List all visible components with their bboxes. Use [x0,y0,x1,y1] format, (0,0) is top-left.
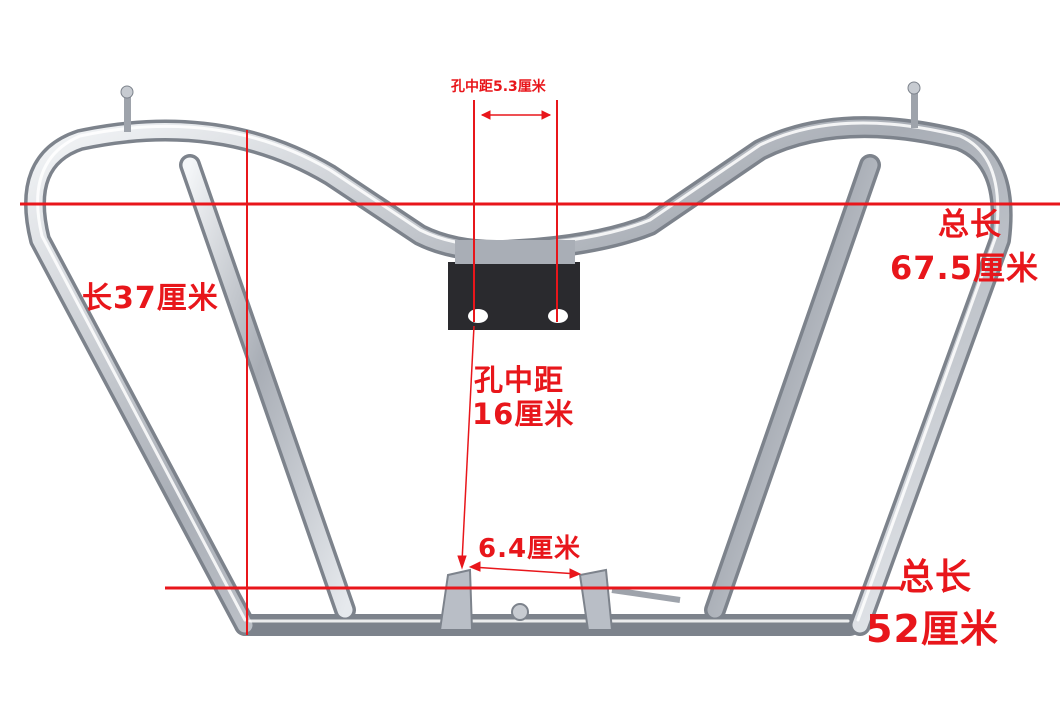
total-length-bottom-label: 总长 [898,557,973,598]
center-bracket [448,240,580,330]
bottom-gap-label: 6.4厘米 [478,534,582,564]
hole-distance-value: 16厘米 [472,397,575,431]
hole-distance-label: 孔中距 [474,363,565,397]
total-length-bottom-value: 52厘米 [866,607,999,651]
dimension-lines [20,100,1060,635]
length-label: 长37厘米 [82,281,219,316]
top-hole-distance-label: 孔中距5.3厘米 [451,79,546,95]
total-length-top-label: 总长 [938,207,1002,243]
lower-brackets [438,568,681,631]
mounting-pins [120,81,921,132]
total-length-top-value: 67.5厘米 [890,249,1039,287]
